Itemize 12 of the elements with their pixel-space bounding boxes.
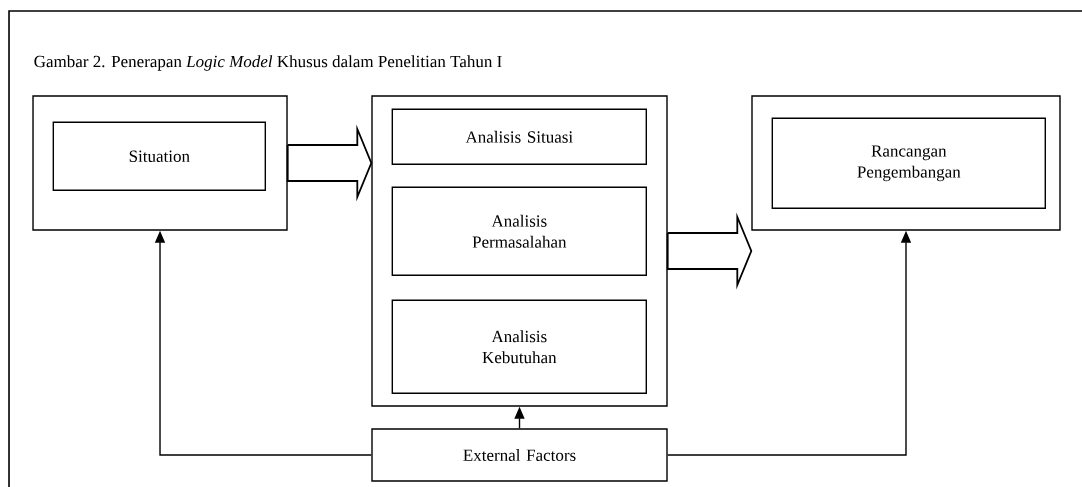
title: Gambar 2. Penerapan Logic Model Khusus dalam Penelitian Tahun I [34, 55, 502, 71]
outer-box [32, 95, 288, 231]
process-box: Analisis Situasi [391, 108, 647, 165]
outer-box [751, 95, 1061, 231]
factor-box: External Factors [371, 428, 668, 482]
process-box: Analisis Kebutuhan [391, 299, 647, 394]
output-box: Rancangan Pengembangan [771, 117, 1046, 209]
situation-box: Situation [52, 121, 266, 191]
block-arrow [286, 124, 373, 202]
outer-box [371, 95, 668, 407]
block-arrow [666, 212, 753, 290]
process-box: Analisis Permasalahan [391, 186, 647, 276]
